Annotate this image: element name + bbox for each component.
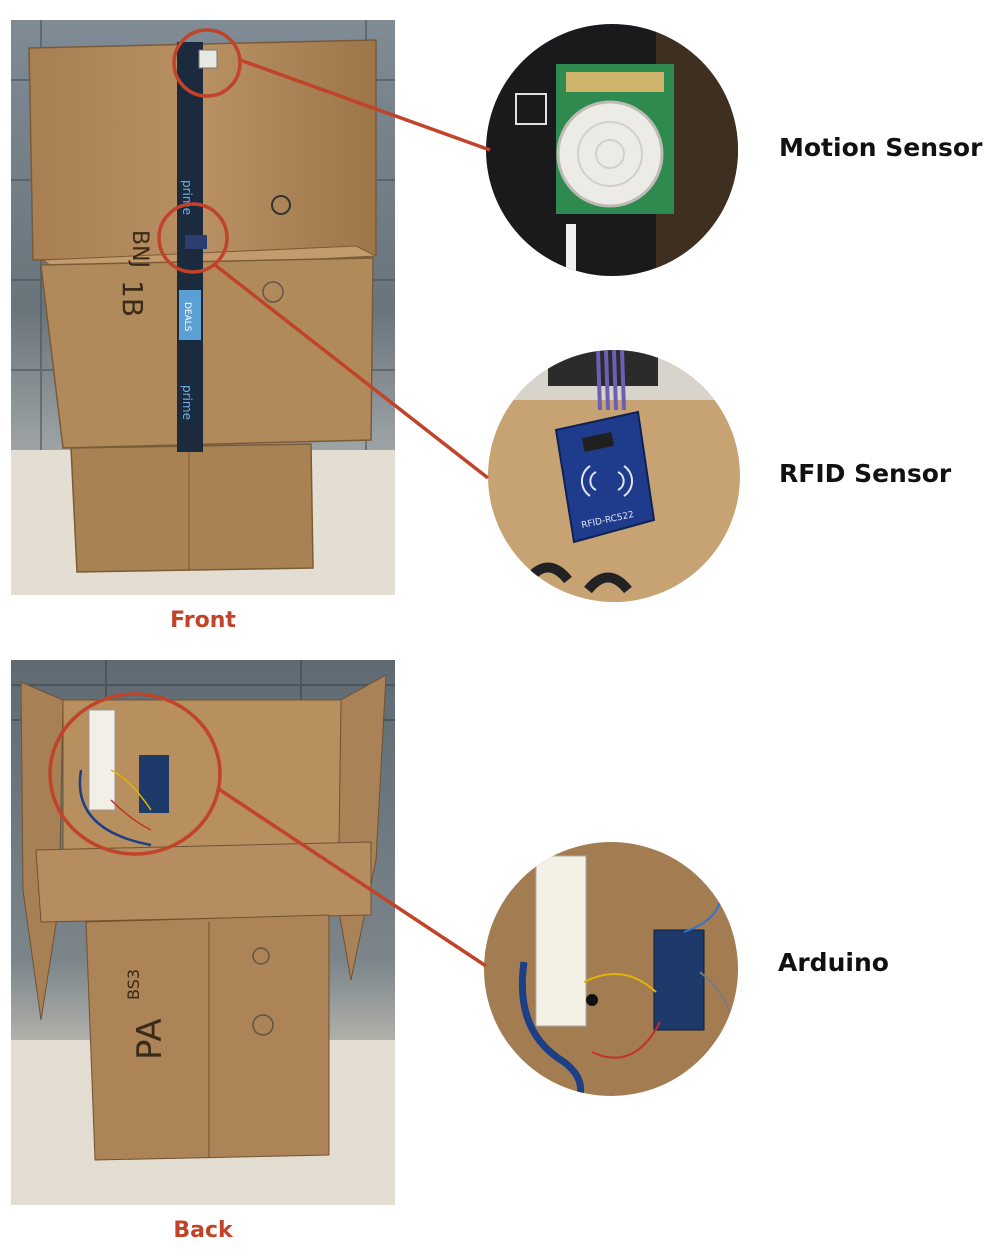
front-caption: Front: [170, 608, 236, 633]
rfid-sensor-label: RFID Sensor: [779, 459, 952, 488]
back-caption: Back: [173, 1218, 233, 1243]
front-photo: BNJ 1B prime prime DEALS: [11, 20, 395, 595]
back-photo: BS3 PA: [11, 660, 395, 1205]
arduino-label: Arduino: [778, 948, 889, 977]
box-code-text-3: BS3: [124, 969, 143, 1000]
motion-sensor-label: Motion Sensor: [779, 133, 983, 162]
tape-prime-text: prime: [180, 180, 194, 215]
motion-sensor-closeup: [486, 24, 738, 276]
arduino-closeup: [484, 842, 738, 1096]
box-code-text-2: 1B: [116, 280, 149, 317]
tape-prime-text-2: prime: [180, 385, 194, 420]
tape-deals-text: DEALS: [182, 302, 192, 332]
box-code-text-4: PA: [130, 1018, 170, 1060]
rfid-sensor-closeup: RFID-RC522: [488, 350, 740, 602]
box-code-text: BNJ: [127, 230, 152, 268]
